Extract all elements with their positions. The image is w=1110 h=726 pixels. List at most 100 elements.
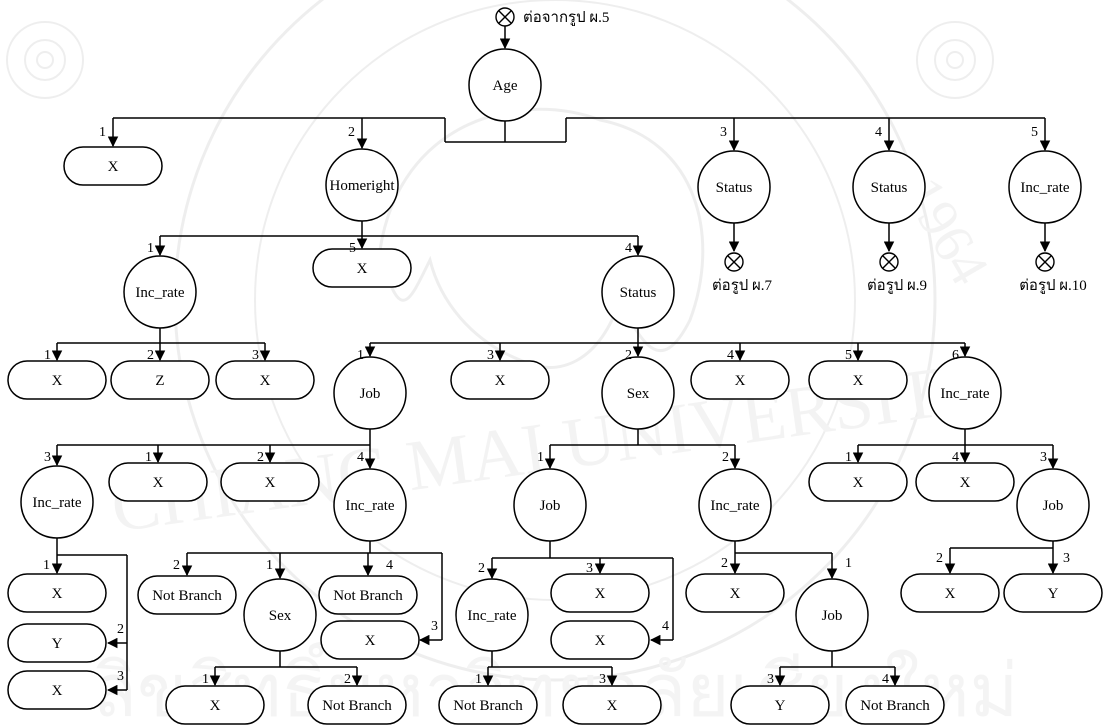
node-label: Not Branch — [333, 588, 403, 604]
node-label: X — [265, 475, 276, 491]
decision-node-job_d1: Job — [795, 578, 869, 652]
node-label: Y — [52, 636, 63, 652]
watermark-flower-left-icon — [6, 21, 84, 99]
decision-node-incrate_x2: Inc_rate — [698, 468, 772, 542]
branch-label: 4 — [386, 558, 393, 573]
node-label: X — [853, 373, 864, 389]
node-label: Inc_rate — [940, 386, 989, 402]
node-label: Inc_rate — [710, 498, 759, 514]
decision-node-homeright: Homeright — [325, 148, 399, 222]
branch-label: 1 — [845, 450, 852, 465]
node-label: Job — [1043, 498, 1064, 514]
leaf-node-nb_m2: Not Branch — [137, 575, 237, 615]
decision-node-incrate_a5: Inc_rate — [1008, 150, 1082, 224]
decision-node-status_a4: Status — [852, 150, 926, 224]
node-label: Y — [1048, 586, 1059, 602]
leaf-node-x_d2: X — [685, 573, 785, 613]
branch-label: 6 — [952, 348, 959, 363]
node-label: X — [365, 633, 376, 649]
branch-label: 3 — [767, 672, 774, 687]
leaf-node-x_f1: X — [165, 685, 265, 725]
leaf-node-z_i2: Z — [110, 360, 210, 400]
continue-from-label: ต่อจากรูป ผ.5 — [523, 10, 609, 26]
branch-label: 1 — [147, 241, 154, 256]
branch-label: 4 — [875, 125, 882, 140]
continuation-icon — [1035, 252, 1055, 272]
tree-edges — [51, 26, 1059, 696]
branch-label: 4 — [357, 450, 364, 465]
leaf-node-x_r1: X — [808, 462, 908, 502]
decision-node-sex_m1: Sex — [243, 578, 317, 652]
leaf-node-x_g3: X — [562, 685, 662, 725]
node-label: Inc_rate — [467, 608, 516, 624]
decision-node-job_x1: Job — [513, 468, 587, 542]
branch-label: 1 — [475, 672, 482, 687]
node-label: Status — [620, 285, 657, 301]
leaf-node-x_age1: X — [63, 146, 163, 186]
branch-label: 1 — [43, 558, 50, 573]
watermark-seal-outer-ring — [173, 0, 937, 682]
node-label: Inc_rate — [345, 498, 394, 514]
branch-label: 5 — [845, 348, 852, 363]
branch-label: 3 — [431, 619, 438, 634]
decision-node-age: Age — [468, 48, 542, 122]
branch-label: 2 — [936, 551, 943, 566]
continuation-label: ต่อรูป ผ.10 — [1019, 278, 1087, 294]
decision-node-incrate_c2: Inc_rate — [455, 578, 529, 652]
leaf-node-x_r4: X — [915, 462, 1015, 502]
node-label: Not Branch — [322, 698, 392, 714]
leaf-node-x_c4: X — [550, 620, 650, 660]
branch-label: 5 — [349, 241, 356, 256]
branch-label: 3 — [117, 669, 124, 684]
leaf-node-y_e3: Y — [1003, 573, 1103, 613]
node-label: X — [153, 475, 164, 491]
continuation-icon — [724, 252, 744, 272]
leaf-node-x_l1: X — [7, 573, 107, 613]
leaf-node-x_s3: X — [450, 360, 550, 400]
branch-label: 1 — [145, 450, 152, 465]
node-label: Status — [716, 180, 753, 196]
node-label: X — [595, 633, 606, 649]
decision-node-incrate_s6: Inc_rate — [928, 356, 1002, 430]
branch-label: 2 — [173, 558, 180, 573]
branch-label: 4 — [625, 241, 632, 256]
branch-label: 3 — [252, 348, 259, 363]
node-label: Status — [871, 180, 908, 196]
leaf-node-nb_f2: Not Branch — [307, 685, 407, 725]
branch-label: 2 — [147, 348, 154, 363]
node-label: X — [260, 373, 271, 389]
branch-label: 2 — [478, 561, 485, 576]
branch-label: 3 — [599, 672, 606, 687]
node-label: Sex — [269, 608, 292, 624]
leaf-node-x_m3: X — [320, 620, 420, 660]
watermark-flower-right-icon — [916, 21, 994, 99]
node-label: Inc_rate — [32, 495, 81, 511]
node-label: X — [357, 261, 368, 277]
decision-node-incrate_h1: Inc_rate — [123, 255, 197, 329]
branch-label: 2 — [625, 348, 632, 363]
decision-node-job_r3: Job — [1016, 468, 1090, 542]
decision-node-incrate_j4: Inc_rate — [333, 468, 407, 542]
leaf-node-nb_m4: Not Branch — [318, 575, 418, 615]
node-label: X — [52, 373, 63, 389]
node-label: X — [52, 683, 63, 699]
watermark-elephant-shape — [378, 107, 705, 369]
continuation-icon — [879, 252, 899, 272]
branch-label: 3 — [487, 348, 494, 363]
continuation-label: ต่อรูป ผ.7 — [712, 278, 773, 294]
node-label: Not Branch — [152, 588, 222, 604]
leaf-node-x_j2: X — [220, 462, 320, 502]
branch-label: 1 — [44, 348, 51, 363]
branch-label: 1 — [266, 558, 273, 573]
leaf-node-x_c3: X — [550, 573, 650, 613]
branch-label: 2 — [117, 622, 124, 637]
branch-label: 5 — [1031, 125, 1038, 140]
node-label: X — [945, 586, 956, 602]
branch-label: 4 — [882, 672, 889, 687]
leaf-node-x_s5: X — [808, 360, 908, 400]
leaf-node-y_l2: Y — [7, 623, 107, 663]
